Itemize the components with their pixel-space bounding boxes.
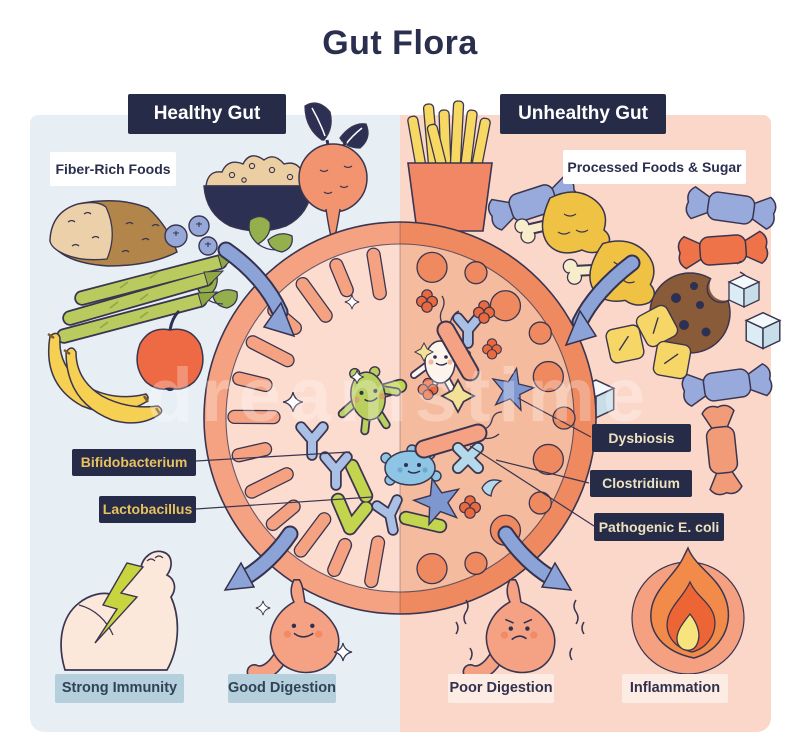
flexed-arm-icon bbox=[60, 550, 179, 671]
unhealthy-gut-header: Unhealthy Gut bbox=[500, 94, 666, 134]
bread-icon bbox=[49, 200, 178, 267]
arrow-out-right bbox=[497, 525, 573, 591]
asparagus-icon bbox=[56, 253, 239, 344]
bad-bacteria-icons bbox=[409, 289, 538, 528]
clostridium-label: Clostridium bbox=[590, 470, 692, 497]
oat-bowl-icon bbox=[203, 155, 313, 232]
healthy-gut-header: Healthy Gut bbox=[128, 94, 286, 134]
lactobacillus-label: Lactobacillus bbox=[99, 496, 196, 523]
antibody-icons bbox=[295, 312, 484, 536]
good-digestion-label: Good Digestion bbox=[228, 674, 336, 703]
happy-stomach-icon bbox=[246, 579, 353, 681]
beet-icon bbox=[298, 102, 369, 245]
label-connector-lines bbox=[195, 397, 595, 527]
pathogenic-ecoli-label: Pathogenic E. coli bbox=[594, 513, 724, 541]
arrow-food-in-right bbox=[564, 254, 641, 347]
strong-immunity-label: Strong Immunity bbox=[55, 674, 184, 703]
arrow-out-left bbox=[223, 525, 299, 591]
light-blue-microbe-icons bbox=[452, 442, 503, 497]
green-bacterium-icon bbox=[337, 366, 402, 436]
good-bacteria-icons bbox=[282, 294, 484, 536]
sad-stomach-icon bbox=[455, 579, 585, 681]
apple-icon bbox=[136, 309, 204, 391]
inflammation-label: Inflammation bbox=[622, 674, 728, 703]
crackers-icon bbox=[605, 304, 692, 380]
dysbiosis-label: Dysbiosis bbox=[592, 424, 691, 452]
flame-icon bbox=[631, 546, 745, 675]
blueberries-icon bbox=[164, 215, 218, 256]
blue-bacterium-icon bbox=[380, 444, 442, 486]
lightning-icon bbox=[94, 562, 145, 644]
banana-icon bbox=[47, 332, 163, 424]
bifidobacterium-label: Bifidobacterium bbox=[72, 449, 196, 476]
page-title: Gut Flora bbox=[322, 24, 478, 62]
arrow-food-in-left bbox=[217, 241, 296, 338]
processed-foods-label: Processed Foods & Sugar bbox=[563, 150, 746, 184]
fiber-rich-foods-label: Fiber-Rich Foods bbox=[50, 152, 176, 186]
ecoli-icon bbox=[414, 295, 503, 459]
poor-digestion-label: Poor Digestion bbox=[448, 674, 554, 703]
damaged-villi bbox=[416, 251, 576, 585]
french-fries-icon bbox=[407, 100, 493, 232]
distress-squiggles bbox=[455, 599, 585, 661]
